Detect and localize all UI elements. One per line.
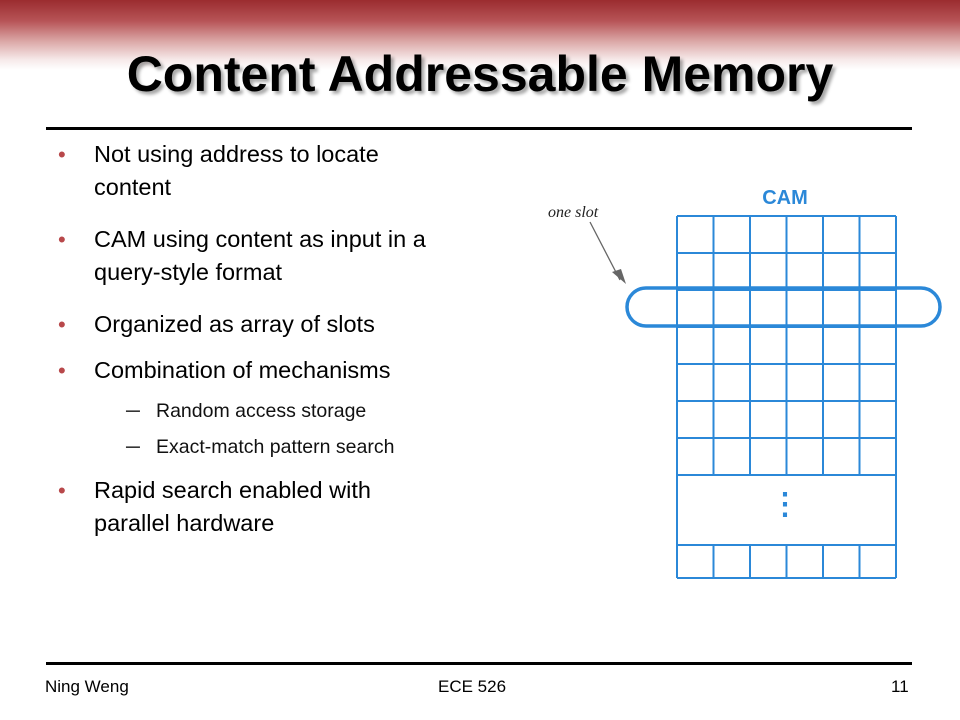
bullet-text: CAM using content as input in a [94,226,426,252]
slot-highlight [625,286,942,328]
subbullet-dash: ─ [126,436,140,458]
bullet-item: • Rapid search enabled with parallel har… [56,474,371,540]
footer-page-number: 11 [891,677,909,696]
bullet-text: Rapid search enabled with [94,477,371,503]
bullet-text: parallel hardware [94,510,275,536]
cam-diagram: CAM one slot ⋮ [548,187,942,579]
footer-course: ECE 526 [438,677,507,696]
bullet-item: • Organized as array of slots [56,308,375,341]
bullet-dot: • [58,358,66,383]
bullet-text: query-style format [94,259,283,285]
arrow-icon [589,221,626,284]
bullet-item: • CAM using content as input in a query-… [56,223,426,289]
bullet-text: Not using address to locate [94,141,379,167]
subbullet-dash: ─ [126,400,140,422]
ellipsis-marker: ⋮ [770,488,800,521]
bullet-dot: • [58,227,66,252]
slide-title: Content Addressable Memory [126,46,834,102]
subbullet-item: ─ Exact-match pattern search [126,434,394,460]
footer-author: Ning Weng [45,677,129,696]
title-divider [46,127,912,130]
bullet-text: Combination of mechanisms [94,357,391,383]
header-gradient-band [0,0,960,70]
bullet-text: content [94,174,172,200]
bullet-dot: • [58,142,66,167]
bullet-item: • Combination of mechanisms [56,354,391,387]
cam-label: CAM [762,187,808,209]
bullet-dot: • [58,478,66,503]
footer-divider [46,662,912,665]
bullet-text: Organized as array of slots [94,311,375,337]
bullet-dot: • [58,312,66,337]
bullet-item: • Not using address to locate content [56,138,379,204]
subbullet-item: ─ Random access storage [126,398,366,424]
subbullet-text: Random access storage [156,400,367,422]
cam-grid [676,215,897,579]
subbullet-text: Exact-match pattern search [156,436,395,458]
slot-label: one slot [548,204,599,221]
